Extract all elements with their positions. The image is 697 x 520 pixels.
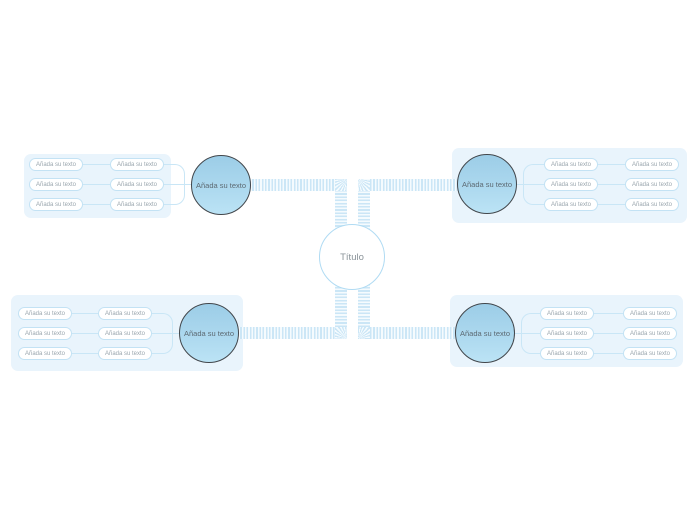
mindmap-node[interactable]: Añada su texto	[625, 158, 679, 171]
node-label: Añada su texto	[116, 181, 158, 188]
central-topic-label: Título	[340, 251, 364, 263]
node-label: Añada su texto	[550, 161, 592, 168]
mindmap-node[interactable]: Añada su texto	[98, 327, 152, 340]
branch-topic-label: Añada su texto	[459, 328, 511, 338]
node-label: Añada su texto	[550, 201, 592, 208]
ribbon-bottom-right-corner	[358, 327, 370, 339]
node-label: Añada su texto	[116, 201, 158, 208]
link-line	[594, 333, 623, 334]
link-line	[83, 204, 110, 205]
mindmap-node[interactable]: Añada su texto	[29, 198, 83, 211]
link-curve	[523, 184, 545, 205]
link-curve	[521, 333, 541, 354]
mindmap-node[interactable]: Añada su texto	[544, 158, 598, 171]
mindmap-node[interactable]: Añada su texto	[540, 347, 594, 360]
branch-topic-circle-bottom-left[interactable]: Añada su texto	[179, 303, 239, 363]
ribbon-top-right-vertical	[358, 191, 370, 230]
node-label: Añada su texto	[24, 330, 66, 337]
link-line	[594, 353, 623, 354]
mindmap-node[interactable]: Añada su texto	[110, 178, 164, 191]
ribbon-bottom-right-vertical	[358, 284, 370, 327]
link-line	[594, 313, 623, 314]
ribbon-bottom-left-corner	[335, 327, 347, 339]
link-line	[598, 204, 625, 205]
mindmap-node[interactable]: Añada su texto	[540, 307, 594, 320]
mindmap-node[interactable]: Añada su texto	[29, 178, 83, 191]
branch-topic-label: Añada su texto	[461, 179, 513, 189]
link-line	[72, 333, 98, 334]
ribbon-top-left-horizontal	[249, 179, 335, 191]
node-label: Añada su texto	[24, 310, 66, 317]
mindmap-node[interactable]: Añada su texto	[18, 347, 72, 360]
branch-topic-circle-bottom-right[interactable]: Añada su texto	[455, 303, 515, 363]
node-label: Añada su texto	[35, 181, 77, 188]
mindmap-node[interactable]: Añada su texto	[18, 307, 72, 320]
node-label: Añada su texto	[24, 350, 66, 357]
link-line	[598, 184, 625, 185]
link-line	[83, 164, 110, 165]
branch-topic-circle-top-left[interactable]: Añada su texto	[191, 155, 251, 215]
node-label: Añada su texto	[35, 201, 77, 208]
link-curve	[523, 164, 545, 185]
node-label: Añada su texto	[629, 350, 671, 357]
mindmap-node[interactable]: Añada su texto	[625, 198, 679, 211]
link-line	[83, 184, 110, 185]
mindmap-node[interactable]: Añada su texto	[110, 198, 164, 211]
node-label: Añada su texto	[546, 330, 588, 337]
ribbon-top-left-corner	[335, 179, 347, 191]
link-line	[598, 164, 625, 165]
mindmap-node[interactable]: Añada su texto	[544, 178, 598, 191]
node-label: Añada su texto	[104, 310, 146, 317]
node-label: Añada su texto	[104, 330, 146, 337]
central-topic-circle[interactable]: Título	[319, 224, 385, 290]
mindmap-node[interactable]: Añada su texto	[623, 327, 677, 340]
mindmap-node[interactable]: Añada su texto	[623, 307, 677, 320]
ribbon-bottom-right-horizontal	[370, 327, 457, 339]
node-label: Añada su texto	[631, 161, 673, 168]
mindmap-node[interactable]: Añada su texto	[110, 158, 164, 171]
link-line	[72, 313, 98, 314]
link-curve	[164, 184, 185, 205]
node-label: Añada su texto	[631, 181, 673, 188]
ribbon-top-left-vertical	[335, 191, 347, 230]
node-label: Añada su texto	[629, 310, 671, 317]
node-label: Añada su texto	[631, 201, 673, 208]
node-label: Añada su texto	[104, 350, 146, 357]
link-curve	[152, 333, 173, 354]
node-label: Añada su texto	[629, 330, 671, 337]
ribbon-top-right-corner	[358, 179, 370, 191]
mindmap-node[interactable]: Añada su texto	[540, 327, 594, 340]
node-label: Añada su texto	[546, 310, 588, 317]
mindmap-node[interactable]: Añada su texto	[625, 178, 679, 191]
node-label: Añada su texto	[546, 350, 588, 357]
link-curve	[164, 164, 185, 185]
link-line	[72, 353, 98, 354]
branch-topic-circle-top-right[interactable]: Añada su texto	[457, 154, 517, 214]
link-curve	[521, 313, 541, 334]
branch-topic-label: Añada su texto	[183, 328, 235, 338]
mindmap-node[interactable]: Añada su texto	[98, 307, 152, 320]
node-label: Añada su texto	[116, 161, 158, 168]
mindmap-node[interactable]: Añada su texto	[18, 327, 72, 340]
mindmap-node[interactable]: Añada su texto	[544, 198, 598, 211]
node-label: Añada su texto	[550, 181, 592, 188]
link-curve	[152, 313, 173, 334]
ribbon-bottom-left-horizontal	[237, 327, 335, 339]
mindmap-node[interactable]: Añada su texto	[623, 347, 677, 360]
ribbon-bottom-left-vertical	[335, 284, 347, 327]
mindmap-node[interactable]: Añada su texto	[29, 158, 83, 171]
mindmap-node[interactable]: Añada su texto	[98, 347, 152, 360]
branch-topic-label: Añada su texto	[195, 180, 247, 190]
ribbon-top-right-horizontal	[370, 179, 459, 191]
node-label: Añada su texto	[35, 161, 77, 168]
